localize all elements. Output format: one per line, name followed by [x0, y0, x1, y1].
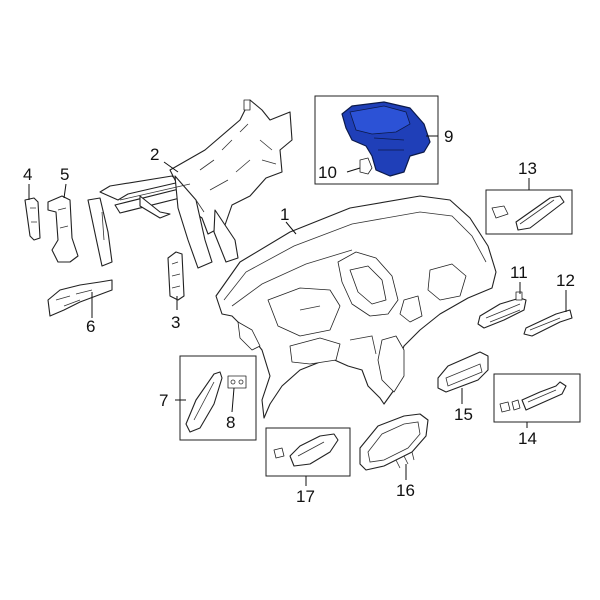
part-17-group [265, 427, 351, 477]
callout-17: 17 [296, 487, 315, 506]
callout-13: 13 [518, 159, 537, 178]
part-3-bracket [167, 251, 185, 301]
part-9-10-group [314, 95, 439, 185]
part-14-group [493, 373, 581, 423]
callout-5: 5 [60, 165, 69, 184]
part-8-clip [227, 375, 247, 389]
part-15-bezel [437, 351, 489, 393]
callout-box-7 [179, 355, 257, 441]
part-4-bracket [24, 197, 41, 241]
part-5-bracket [47, 195, 79, 263]
callout-11: 11 [510, 263, 528, 282]
callout-12: 12 [556, 271, 575, 290]
callout-box-14 [493, 373, 581, 423]
callout-labels: 1 2 3 4 5 6 7 8 9 10 11 12 13 14 15 16 1… [23, 127, 575, 506]
part-12-trim [523, 309, 573, 337]
callout-8: 8 [226, 413, 235, 432]
part-13-group [485, 189, 573, 235]
part-6-bracket [47, 279, 113, 317]
callout-16: 16 [396, 481, 415, 500]
leader-lines [28, 135, 567, 486]
part-13-trim [515, 195, 565, 231]
callout-box-17 [265, 427, 351, 477]
callout-9: 9 [444, 127, 453, 146]
part-16-cluster-bezel [359, 413, 429, 471]
part-13-clip [491, 205, 509, 219]
part-1-instrument-panel [215, 195, 497, 419]
callout-15: 15 [454, 405, 473, 424]
part-11-vent [477, 291, 527, 329]
callout-2: 2 [150, 145, 159, 164]
part-2-crossmember [87, 99, 293, 269]
callout-6: 6 [86, 317, 95, 336]
part-7-trim [185, 371, 223, 433]
callout-1: 1 [280, 205, 289, 224]
callout-7: 7 [159, 391, 168, 410]
part-10-clip [359, 157, 373, 175]
callout-10: 10 [318, 163, 337, 182]
callout-box-9 [314, 95, 439, 185]
callout-14: 14 [518, 429, 537, 448]
callout-4: 4 [23, 165, 32, 184]
callout-3: 3 [171, 313, 180, 332]
part-7-8-group [179, 355, 257, 441]
